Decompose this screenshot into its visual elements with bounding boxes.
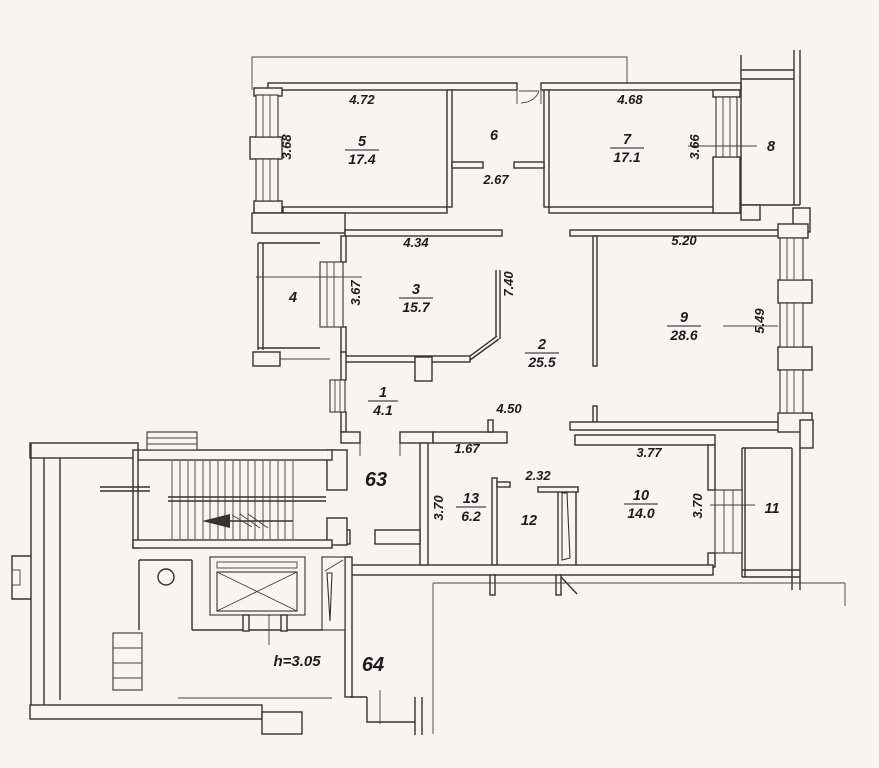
room-9-number: 9 bbox=[680, 310, 688, 326]
room-10-number: 10 bbox=[633, 488, 649, 504]
dim-room12-width: 2.32 bbox=[524, 468, 551, 483]
room-4-number: 4 bbox=[288, 290, 297, 306]
room-8-number: 8 bbox=[767, 139, 776, 155]
windows bbox=[146, 94, 804, 645]
room-3-area: 15.7 bbox=[402, 299, 430, 315]
dim-room9-height: 5.49 bbox=[752, 308, 767, 334]
room-7-number: 7 bbox=[623, 132, 632, 148]
dim-room3-height: 3.67 bbox=[348, 280, 363, 306]
dim-room10-width: 3.77 bbox=[636, 445, 662, 460]
room-5-number: 5 bbox=[358, 134, 367, 150]
dim-room6-width: 2.67 bbox=[482, 172, 509, 187]
garbage-chute bbox=[157, 568, 175, 586]
stair-direction-arrow bbox=[202, 513, 293, 529]
room1-west-window bbox=[329, 379, 346, 413]
elevator-core bbox=[157, 556, 346, 632]
elevator-shaft bbox=[209, 556, 306, 632]
room9-east-windows bbox=[779, 237, 804, 414]
room-1-area: 4.1 bbox=[372, 402, 393, 418]
room-12-number: 12 bbox=[521, 513, 537, 529]
dim-room5-height: 3.68 bbox=[279, 134, 294, 160]
second-shaft bbox=[321, 556, 346, 631]
room-13-number: 13 bbox=[463, 491, 479, 507]
ceiling-height-label: h=3.05 bbox=[273, 653, 321, 670]
dim-room3-width: 4.34 bbox=[402, 235, 429, 250]
dim-room13-width: 1.67 bbox=[454, 441, 480, 456]
stair-window-strip bbox=[146, 431, 198, 451]
dim-room2-height: 7.40 bbox=[501, 271, 516, 297]
dim-room9-width: 5.20 bbox=[671, 233, 697, 248]
dim-room13-height: 3.70 bbox=[431, 495, 446, 521]
room-3-number: 3 bbox=[412, 282, 420, 298]
labels: 4.72 3.68 5 17.4 6 2.67 4.68 3.66 7 17.1… bbox=[273, 92, 779, 676]
walls bbox=[11, 50, 846, 735]
dim-room5-width: 4.72 bbox=[348, 92, 375, 107]
room-13-area: 6.2 bbox=[461, 508, 481, 524]
room-2-area: 25.5 bbox=[527, 354, 555, 370]
unit-63-label: 63 bbox=[365, 469, 387, 491]
room7-east-window bbox=[715, 96, 738, 158]
dim-room7-height: 3.66 bbox=[687, 134, 702, 160]
room-10-area: 14.0 bbox=[627, 505, 654, 521]
room5-west-windows bbox=[255, 94, 279, 202]
room10-east-window bbox=[714, 489, 743, 554]
room3-west-window bbox=[319, 261, 344, 328]
staircase bbox=[168, 461, 326, 539]
dim-room10-height: 3.70 bbox=[690, 493, 705, 519]
dim-room2-width: 4.50 bbox=[495, 401, 522, 416]
unit-64-label: 64 bbox=[362, 654, 384, 676]
room-2-number: 2 bbox=[537, 337, 546, 353]
room-6-number: 6 bbox=[490, 128, 499, 144]
room-9-area: 28.6 bbox=[669, 327, 697, 343]
room-1-number: 1 bbox=[379, 385, 387, 401]
room-7-area: 17.1 bbox=[613, 149, 640, 165]
room-11-number: 11 bbox=[764, 501, 779, 517]
room-5-area: 17.4 bbox=[348, 151, 375, 167]
dim-room7-width: 4.68 bbox=[616, 92, 643, 107]
